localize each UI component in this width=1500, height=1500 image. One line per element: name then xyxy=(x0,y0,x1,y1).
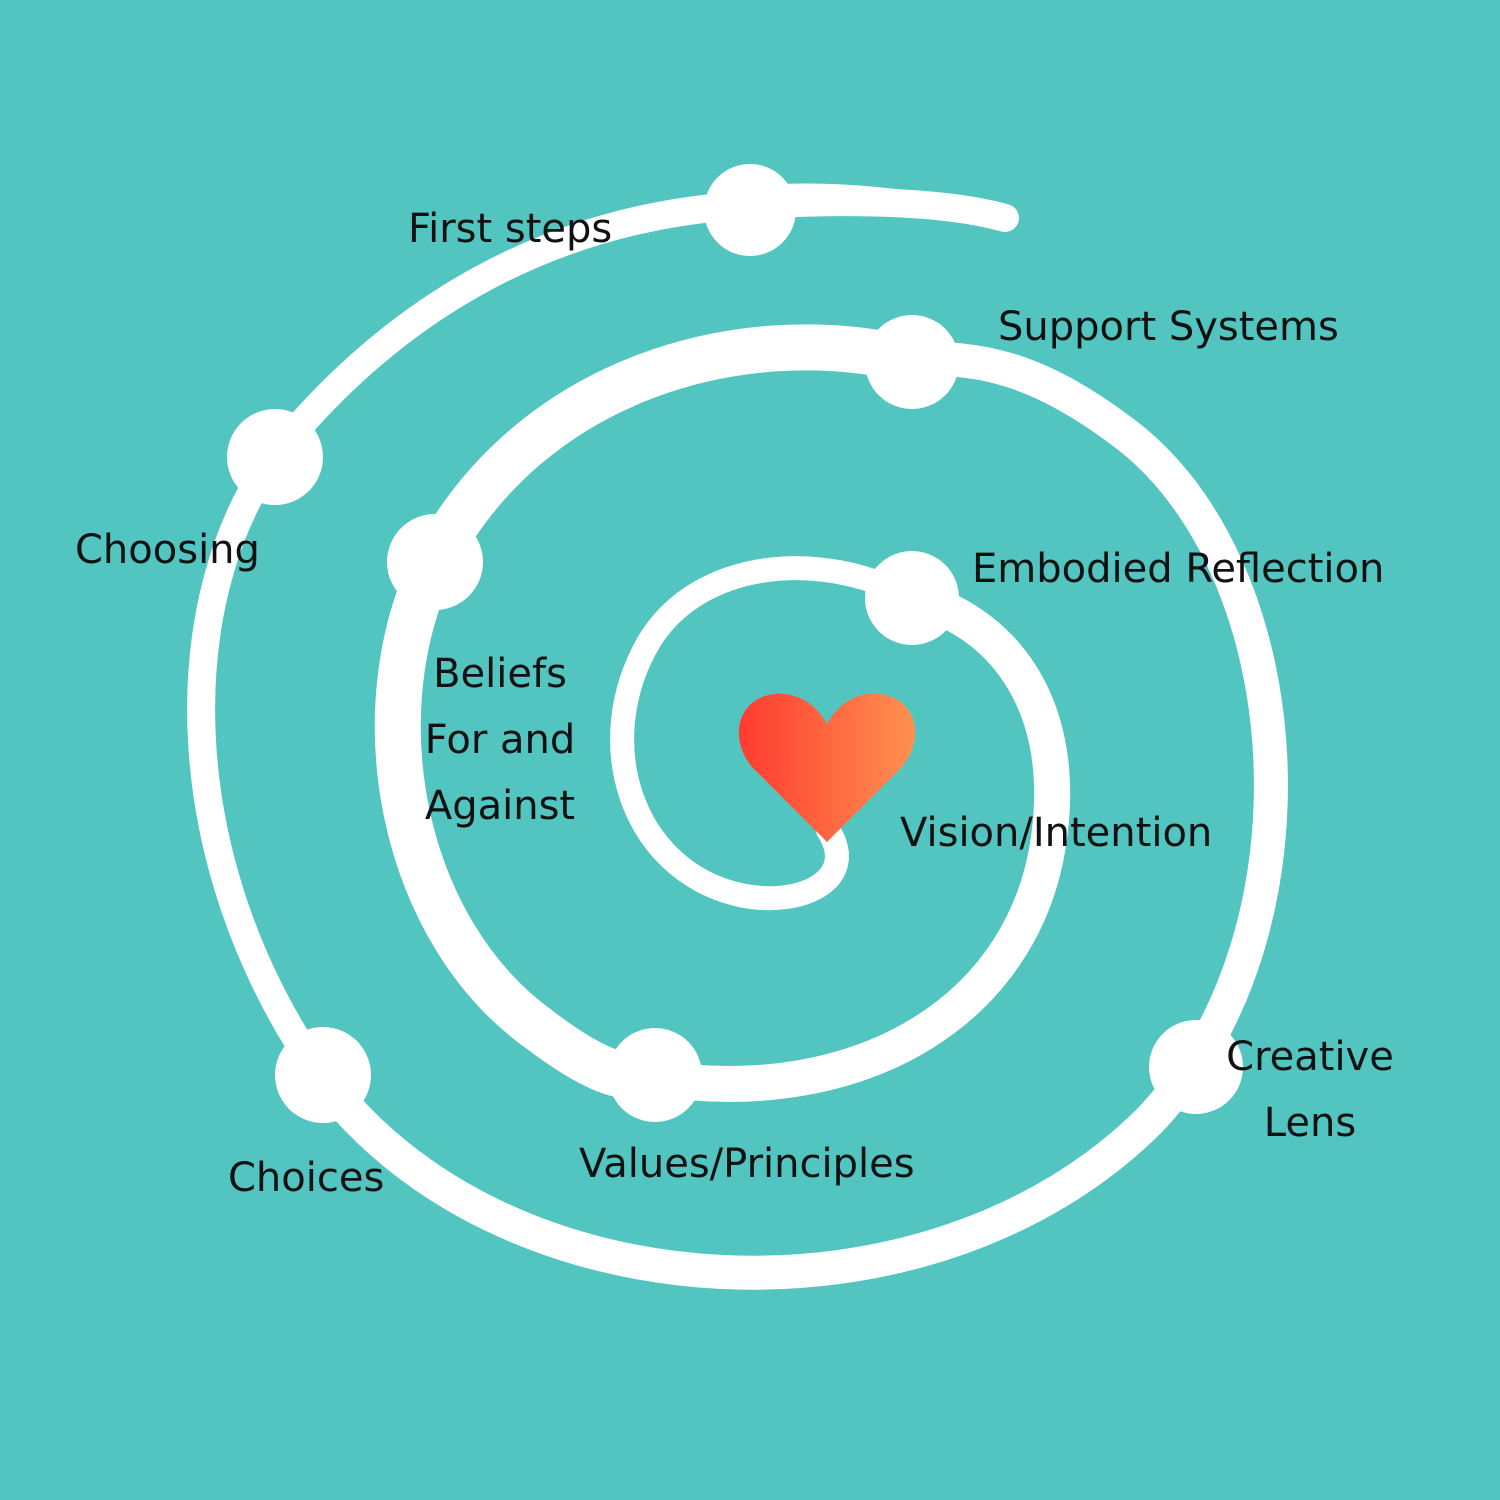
node-choices xyxy=(275,1027,371,1123)
spiral-inner-arm xyxy=(610,556,924,911)
label-first-steps: First steps xyxy=(408,206,613,252)
node-first-steps xyxy=(704,164,796,256)
label-choosing: Choosing xyxy=(75,527,260,573)
label-values-principles: Values/Principles xyxy=(579,1141,915,1187)
label-beliefs-for-and-against: Beliefs For and Against xyxy=(390,641,610,839)
label-beliefs-line-2: For and xyxy=(424,717,576,763)
node-creative-lens xyxy=(1149,1020,1243,1114)
node-embodied-reflection xyxy=(865,551,959,645)
node-support-systems xyxy=(865,315,959,409)
node-beliefs xyxy=(387,514,483,610)
spiral-outer-thick xyxy=(303,342,1288,1290)
label-choices: Choices xyxy=(228,1155,385,1201)
spiral-outer-tail xyxy=(760,183,1006,218)
label-creative-lens: Creative Lens xyxy=(1200,1024,1420,1156)
node-choosing xyxy=(227,409,323,505)
label-beliefs-line-1: Beliefs xyxy=(433,651,567,697)
label-beliefs-line-3: Against xyxy=(424,783,576,829)
label-creative-line-2: Lens xyxy=(1263,1100,1357,1146)
label-creative-line-1: Creative xyxy=(1226,1034,1394,1080)
label-embodied-reflection: Embodied Reflection xyxy=(972,546,1385,592)
node-values-principles xyxy=(608,1028,702,1122)
label-vision-intention: Vision/Intention xyxy=(900,810,1213,856)
label-support-systems: Support Systems xyxy=(998,304,1339,350)
spiral-middle-lower xyxy=(637,580,1071,1102)
spiral-middle-arm xyxy=(374,324,935,1102)
heart-icon xyxy=(738,693,916,842)
